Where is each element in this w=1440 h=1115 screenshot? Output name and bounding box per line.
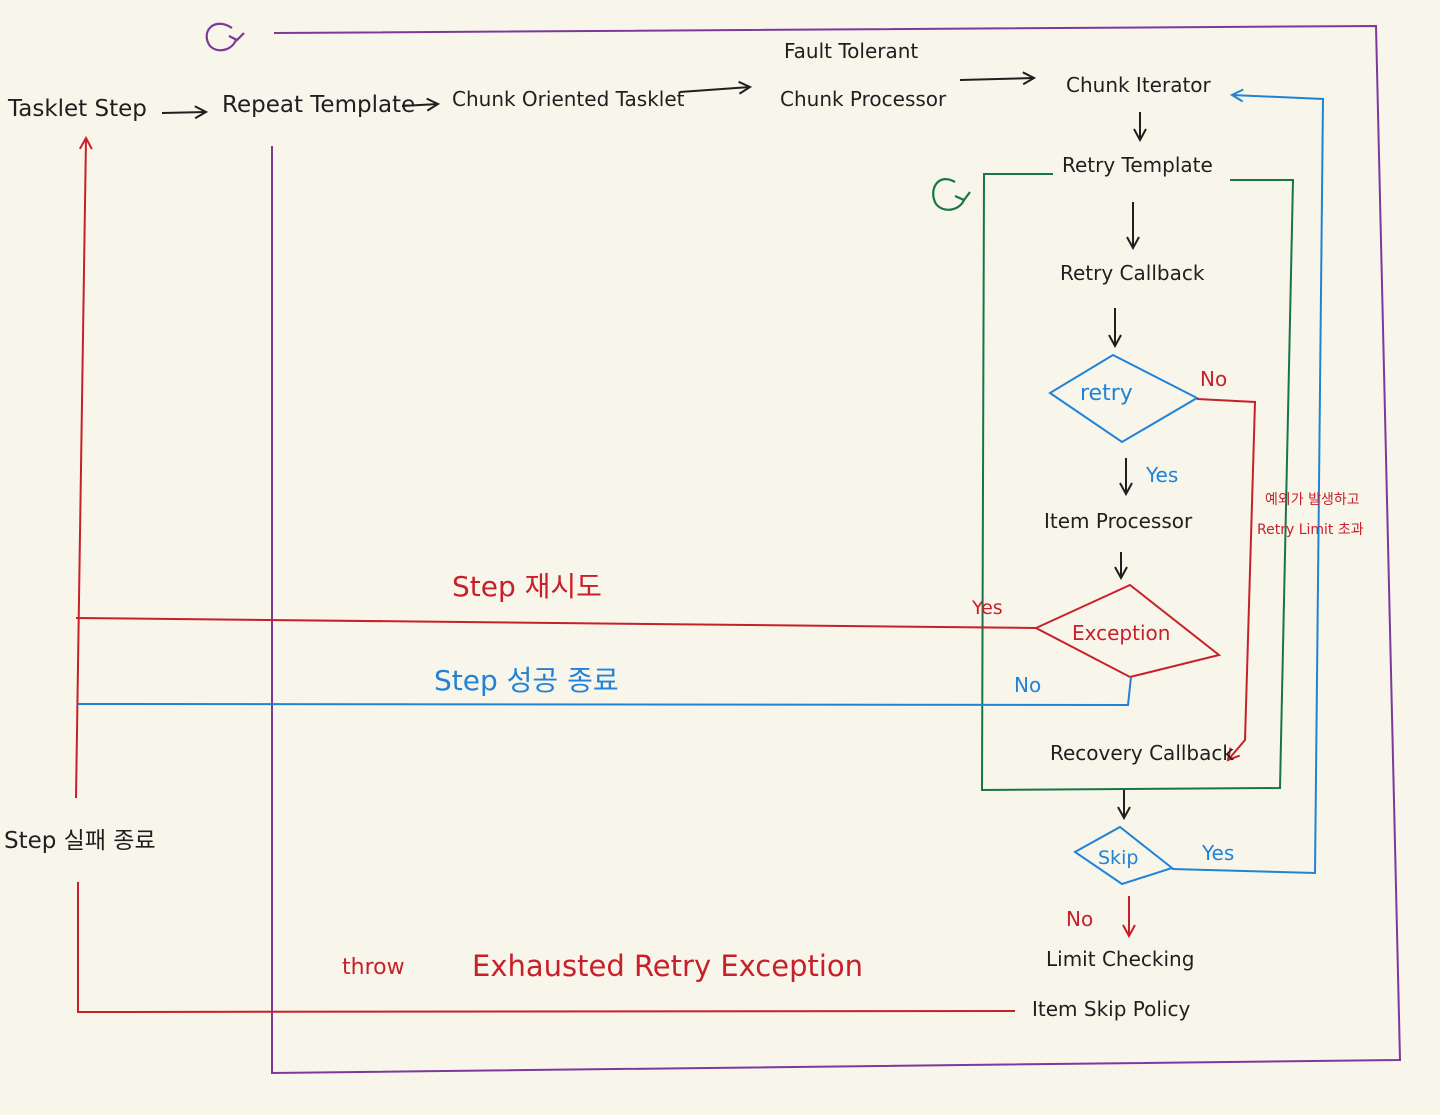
arrow-chunk-fault	[679, 87, 750, 92]
arrow-fault-iterator	[959, 78, 1034, 80]
node-retry-callback: Retry Callback	[1060, 261, 1205, 285]
exception-decision-label: Exception	[1072, 621, 1170, 645]
node-chunk-iterator: Chunk Iterator	[1066, 73, 1212, 97]
label-throw: throw	[342, 955, 405, 980]
edge-throw-exhausted	[77, 882, 1016, 1014]
retry-decision-label: retry	[1080, 381, 1133, 406]
node-recovery-callback: Recovery Callback	[1050, 741, 1234, 765]
edge-skip-yes	[1171, 95, 1325, 875]
arrow-repeat-chunk	[401, 104, 438, 106]
label-retry-limit-line1: 예외가 발생하고	[1265, 492, 1360, 508]
node-tasklet-step: Tasklet Step	[7, 96, 147, 122]
node-chunk-oriented-tasklet: Chunk Oriented Tasklet	[452, 87, 685, 111]
label-retry-yes: Yes	[1145, 463, 1178, 487]
node-item-skip-policy: Item Skip Policy	[1032, 997, 1190, 1021]
label-step-success: Step 성공 종료	[434, 664, 619, 697]
retry-loop-icon	[932, 178, 971, 211]
edge-step-fail-up	[75, 138, 86, 799]
label-retry-limit-line2: Retry Limit 초과	[1257, 522, 1364, 538]
repeat-loop-frame	[271, 24, 1402, 1075]
node-retry-template: Retry Template	[1062, 153, 1213, 177]
retry-decision-diamond	[1048, 353, 1200, 444]
edge-retry-no	[1196, 398, 1257, 760]
node-item-processor: Item Processor	[1044, 509, 1193, 533]
repeat-loop-icon	[205, 22, 245, 52]
label-skip-yes: Yes	[1201, 841, 1234, 865]
node-fault-tolerant-line2: Chunk Processor	[780, 87, 947, 111]
label-exception-no: No	[1014, 673, 1041, 697]
skip-decision-diamond	[1073, 825, 1175, 886]
label-exception-yes: Yes	[971, 597, 1003, 619]
label-retry-no: No	[1200, 367, 1227, 391]
retry-loop-frame	[980, 173, 1295, 792]
arrow-tasklet-repeat	[161, 112, 206, 113]
edge-exception-yes	[75, 617, 1037, 629]
label-step-fail: Step 실패 종료	[4, 828, 156, 854]
node-repeat-template: Repeat Template	[222, 92, 415, 118]
skip-decision-label: Skip	[1098, 847, 1138, 869]
label-skip-no: No	[1066, 907, 1093, 931]
node-limit-checking: Limit Checking	[1046, 947, 1194, 971]
edge-exception-no	[77, 676, 1132, 707]
label-step-retry: Step 재시도	[452, 570, 602, 603]
label-exhausted-retry-exception: Exhausted Retry Exception	[472, 949, 863, 983]
node-fault-tolerant-line1: Fault Tolerant	[784, 39, 918, 63]
